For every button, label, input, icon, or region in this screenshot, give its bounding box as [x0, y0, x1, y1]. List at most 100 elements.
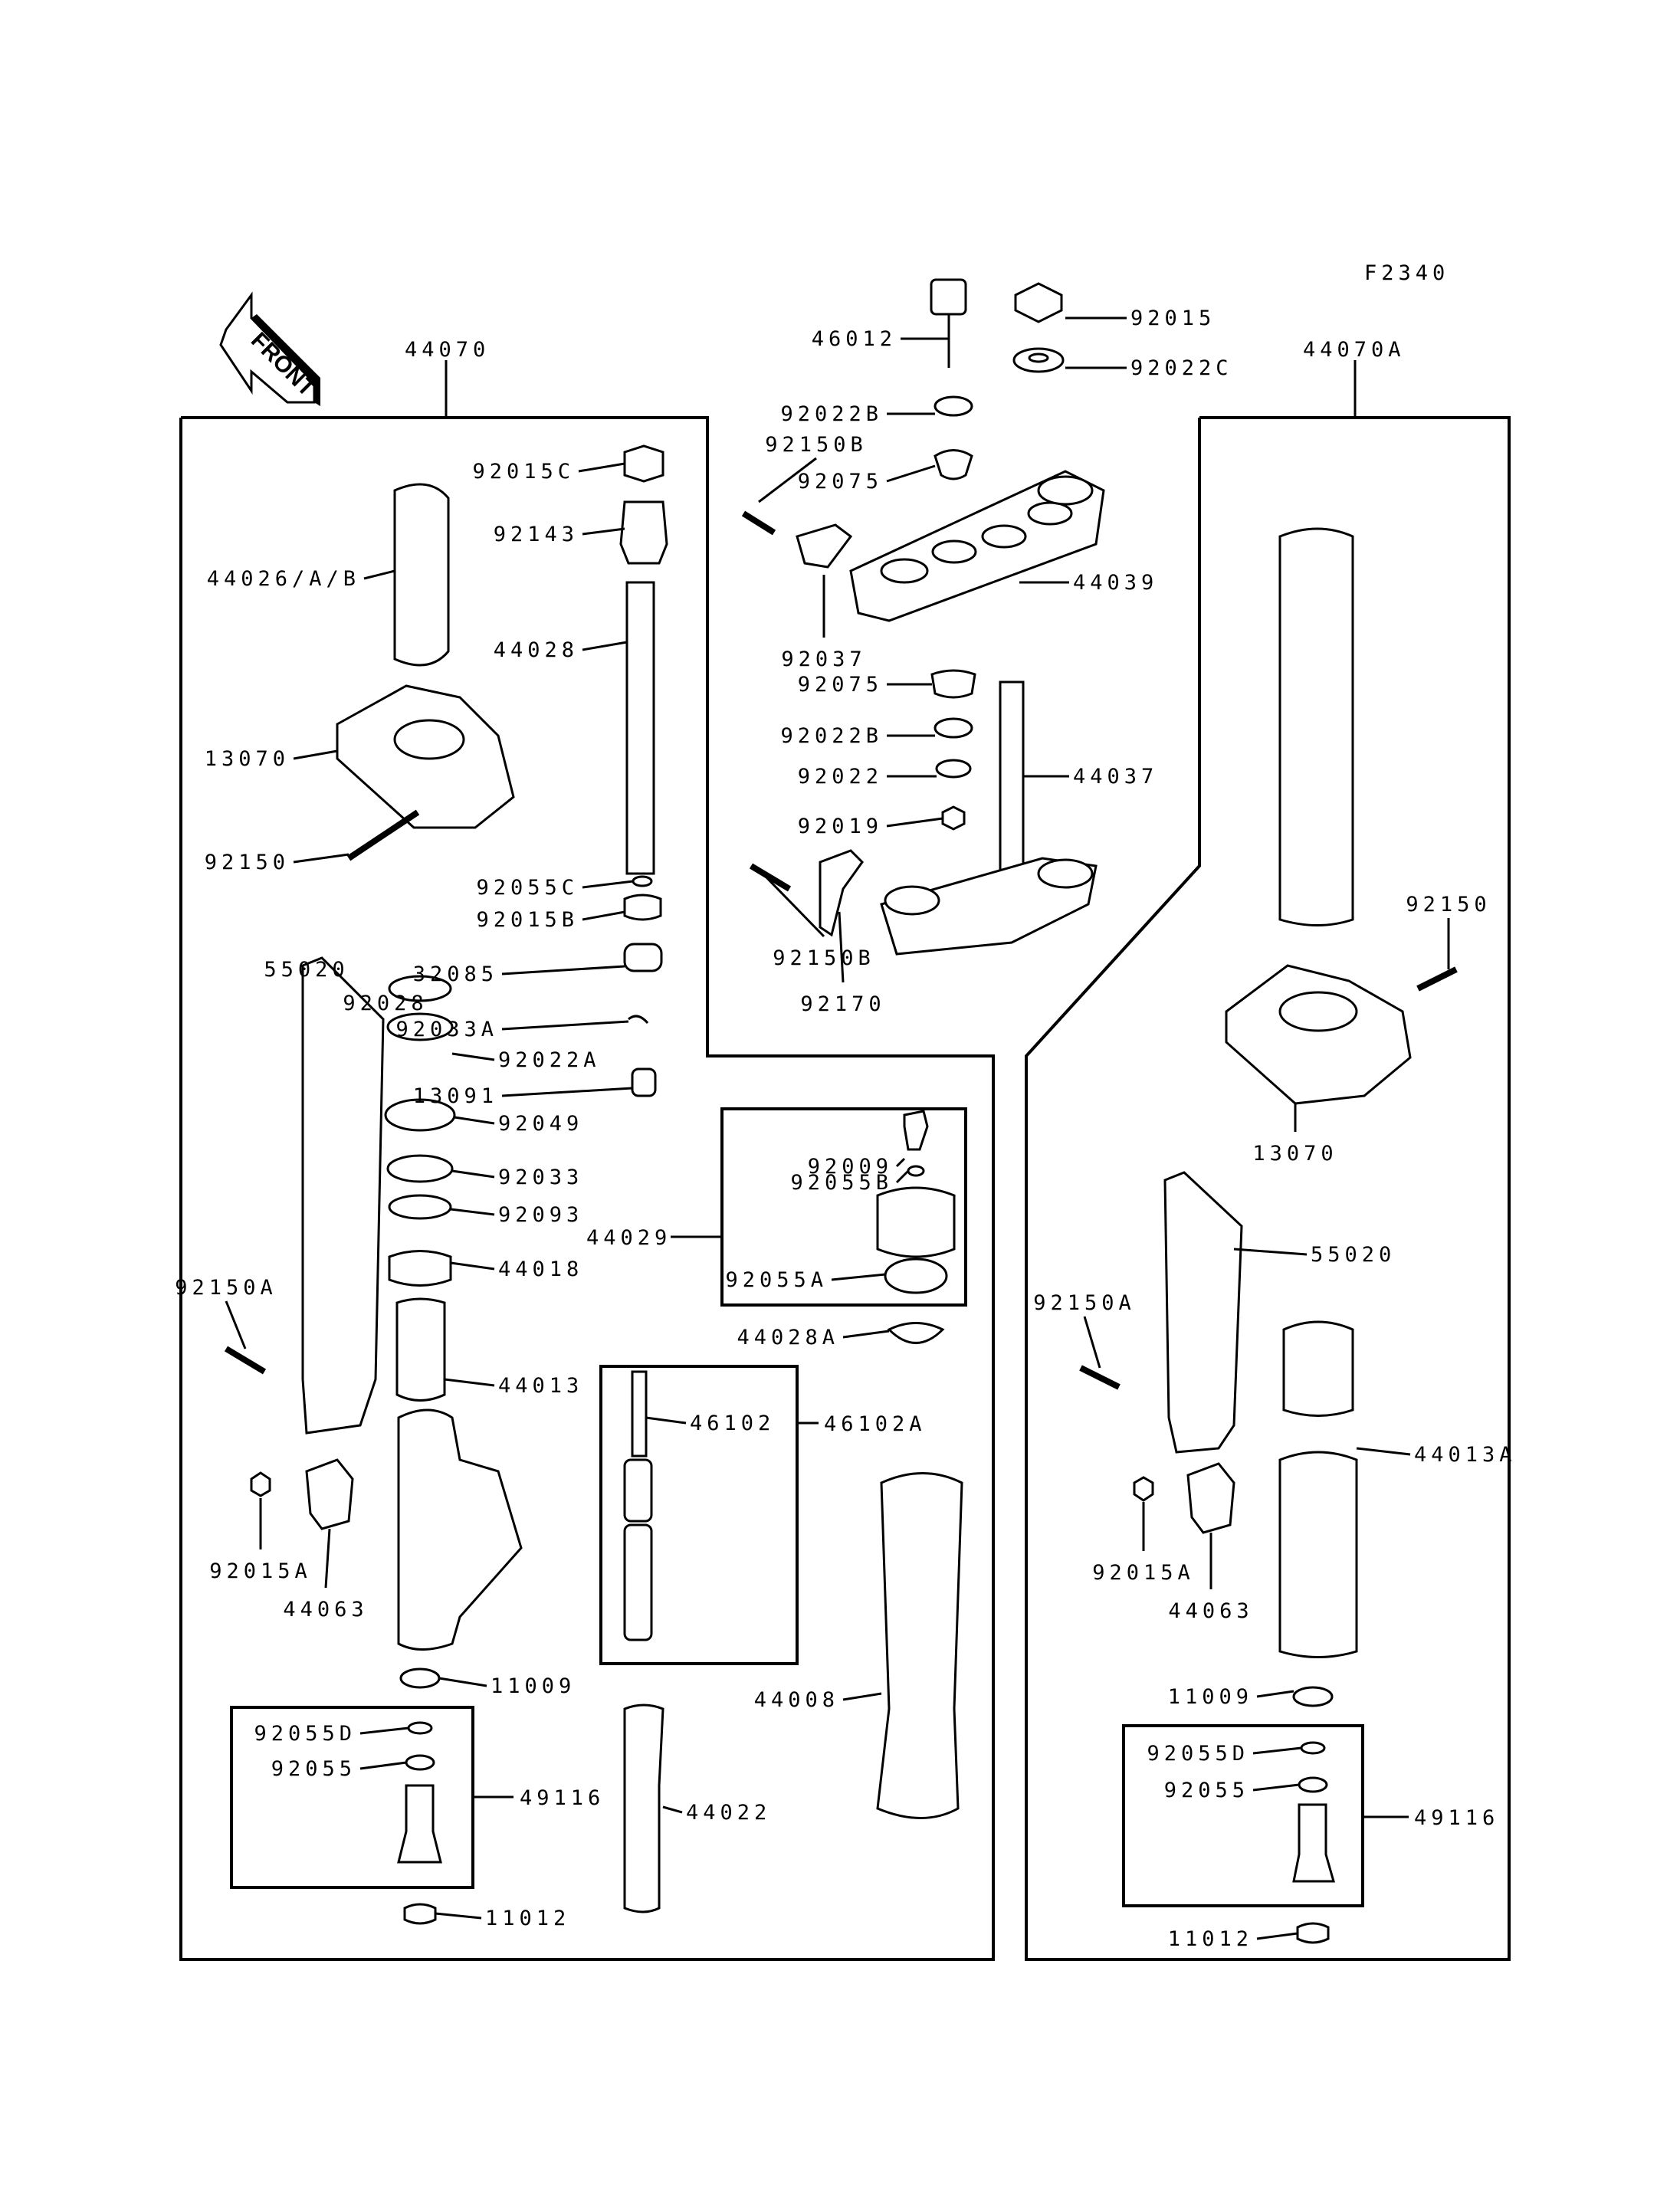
part-label-92022B-mid: 92022B — [780, 724, 883, 748]
part-label-92015B: 92015B — [476, 908, 579, 932]
part-label-92009: 92009 — [808, 1155, 893, 1179]
part-label-44028: 44028 — [494, 638, 579, 662]
part-label-92150B-top: 92150B — [765, 433, 868, 457]
left-fork-frame: 44070 — [179, 338, 995, 1961]
part-label-92150-left: 92150 — [205, 851, 290, 874]
part-label-92150A-right: 92150A — [1033, 1291, 1136, 1315]
part-label-44018: 44018 — [498, 1258, 583, 1281]
part-label-92170: 92170 — [800, 992, 885, 1016]
leader-line — [886, 817, 943, 828]
part-label-32085: 32085 — [413, 962, 498, 986]
part-label-92037: 92037 — [781, 648, 866, 671]
leader-line — [1256, 1690, 1294, 1698]
part-label-92015A-left: 92015A — [209, 1559, 312, 1583]
cap-assy-frame: 44029 — [586, 1107, 967, 1307]
leader-line — [1233, 1248, 1308, 1256]
valve-assy-left-frame: 49116 — [230, 1706, 605, 1889]
part-label-55020-left: 55020 — [264, 958, 349, 982]
part-label-92075-mid: 92075 — [798, 673, 883, 697]
part-label-11012-right: 11012 — [1168, 1927, 1253, 1951]
part-label-92015C: 92015C — [472, 460, 575, 484]
leader-line — [438, 1677, 487, 1687]
leader-line — [363, 569, 395, 580]
leader-line — [501, 1087, 633, 1097]
part-label-92015-top: 92015 — [1130, 307, 1216, 330]
assembly-cap: 44029 — [586, 1226, 671, 1250]
leader-line — [324, 1528, 331, 1589]
part-label-92055-left: 92055 — [271, 1757, 356, 1781]
leader-line — [582, 910, 625, 921]
part-shapes — [224, 278, 1458, 1944]
leader-line — [842, 1692, 882, 1701]
leader-line — [451, 1169, 495, 1179]
valve-assy-right-frame: 49116 — [1122, 1724, 1499, 1907]
part-label-92055-right: 92055 — [1164, 1779, 1249, 1802]
leader-line — [578, 462, 625, 473]
part-label-92055D-right: 92055D — [1147, 1742, 1249, 1766]
part-label-92055A: 92055A — [725, 1268, 828, 1292]
leader-line — [662, 1805, 683, 1814]
leader-line — [359, 1761, 407, 1770]
leader-line — [645, 1416, 687, 1425]
part-label-44037: 44037 — [1073, 765, 1158, 789]
leader-line — [582, 880, 634, 889]
assembly-right-fork: 44070A — [1303, 338, 1406, 362]
leader-line — [450, 1261, 495, 1271]
leader-line — [831, 1273, 886, 1281]
leader-line — [225, 1300, 247, 1349]
part-label-92055B: 92055B — [790, 1171, 893, 1195]
part-label-13070-left: 13070 — [205, 747, 290, 771]
leader-line — [895, 1169, 910, 1184]
leader-line — [451, 1052, 495, 1061]
part-label-92055D-left: 92055D — [254, 1722, 356, 1746]
leader-line — [454, 1116, 495, 1125]
leader-line — [765, 876, 825, 938]
part-label-92075-top: 92075 — [798, 470, 883, 494]
leader-line — [1356, 1447, 1411, 1456]
part-label-92015A-right: 92015A — [1092, 1561, 1195, 1585]
leader-line — [582, 641, 628, 651]
part-label-46012: 46012 — [812, 327, 897, 351]
part-label-92022C: 92022C — [1130, 356, 1233, 380]
part-label-46102: 46102 — [690, 1412, 775, 1435]
leader-line — [435, 1912, 482, 1920]
part-label-92150B-mid: 92150B — [773, 946, 875, 970]
part-label-92019: 92019 — [798, 815, 883, 838]
assembly-valve-left: 49116 — [520, 1786, 605, 1810]
part-label-44013: 44013 — [498, 1374, 583, 1398]
leader-line — [1252, 1746, 1302, 1755]
leader-line — [582, 527, 625, 536]
leader-line — [501, 965, 625, 976]
rod-assy-frame: 46102A — [599, 1365, 927, 1665]
part-label-92022A: 92022A — [498, 1048, 601, 1072]
part-label-44063-left: 44063 — [283, 1598, 368, 1622]
leader-line — [444, 1378, 495, 1387]
part-label-55020-right: 55020 — [1311, 1243, 1396, 1267]
part-label-92022: 92022 — [798, 765, 883, 789]
part-labels: 460129201592022C92022B92150B920754403992… — [175, 307, 1511, 1951]
figure-code: F2340 — [1364, 261, 1449, 285]
part-label-92028: 92028 — [343, 992, 428, 1015]
leader-line — [1256, 1932, 1298, 1940]
leader-line — [842, 1330, 890, 1339]
part-label-92150-right: 92150 — [1406, 893, 1491, 917]
assembly-valve-right: 49116 — [1414, 1806, 1499, 1830]
part-label-11009-right: 11009 — [1168, 1685, 1253, 1709]
part-label-92143: 92143 — [494, 523, 579, 546]
part-label-13070-right: 13070 — [1252, 1142, 1337, 1166]
front-arrow-icon: FRONT — [219, 291, 320, 406]
part-label-92033: 92033 — [498, 1166, 583, 1189]
part-label-44026AB: 44026/A/B — [207, 567, 360, 591]
part-label-11009-left: 11009 — [491, 1674, 576, 1698]
leader-line — [450, 1208, 495, 1216]
part-label-92033A: 92033A — [395, 1018, 498, 1041]
part-label-44022: 44022 — [686, 1801, 771, 1825]
part-label-92049: 92049 — [498, 1112, 583, 1136]
part-label-92093: 92093 — [498, 1203, 583, 1227]
part-label-44028A: 44028A — [737, 1326, 839, 1349]
leader-line — [501, 1020, 629, 1031]
assembly-left-fork: 44070 — [405, 338, 490, 362]
assembly-rod: 46102A — [824, 1412, 927, 1436]
